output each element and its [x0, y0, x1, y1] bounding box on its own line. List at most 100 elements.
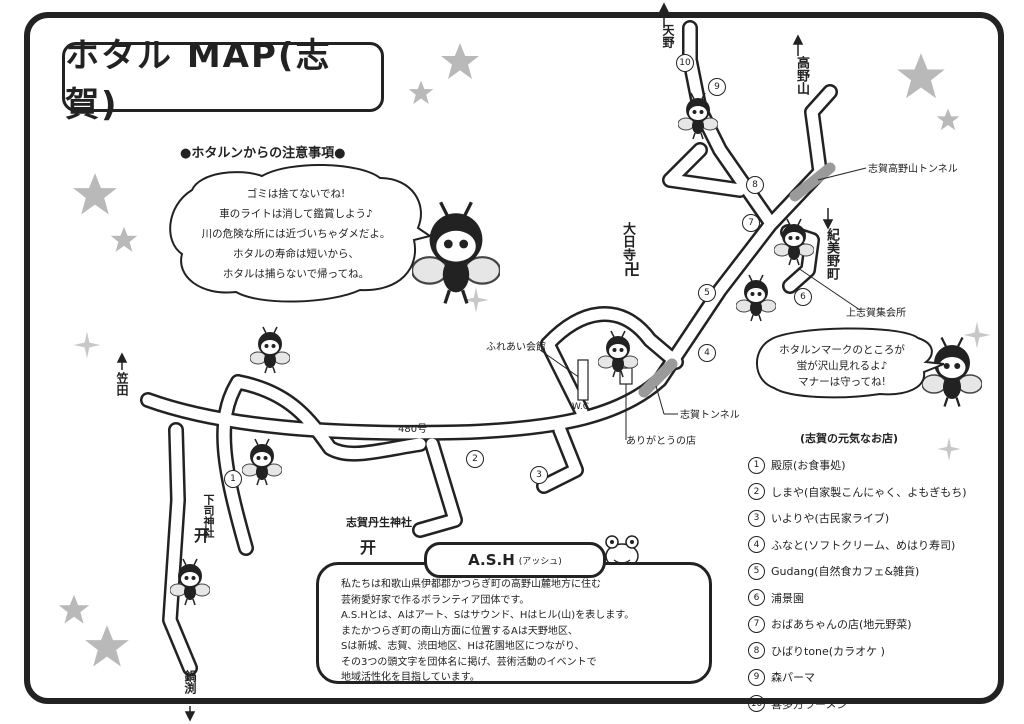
ash-title: A.S.H(アッシュ): [424, 542, 606, 578]
mark-line: マナーは守ってね!: [798, 376, 886, 388]
leader-lines: [539, 167, 867, 440]
caution-line: 車のライトは消して鑑賞しよう♪: [219, 208, 373, 220]
label-koya-tunnel: 志賀高野山トンネル: [868, 164, 958, 175]
shop-number: 8: [748, 642, 765, 660]
shrine-mark-icon: 开: [194, 526, 211, 545]
star-icon: [441, 43, 479, 79]
ash-line: その3つの頭文字を団体名に掲げ、芸術活動のイベントで: [341, 656, 597, 668]
ash-reading: (アッシュ): [518, 556, 562, 567]
firefly-mascot-icon: [250, 326, 290, 374]
mark-bubble: [756, 327, 945, 399]
mark-line: ホタルンマークのところが: [779, 344, 905, 356]
label-shiga-tunnel: 志賀トンネル: [680, 410, 740, 421]
map-marker-9: 9: [708, 78, 726, 96]
list-item: 1 殿原(お食事処): [748, 452, 998, 479]
direction-koyasan: 高野山: [794, 56, 809, 95]
ash-line: 地域活性化を目指しています。: [341, 672, 480, 683]
shop-name: 喜多方ラーメン: [771, 697, 848, 711]
caution-text: ゴミは捨てないでね! 車のライトは消して鑑賞しよう♪ 川の危険な所には近づいちゃ…: [170, 176, 422, 292]
star-icon: [58, 594, 90, 624]
ash-name: A.S.H: [468, 551, 515, 569]
shop-number: 9: [748, 668, 765, 686]
label-arigatou-shop: ありがとうの店: [626, 436, 696, 447]
label-fureai-hall: ふれあい会館: [486, 342, 546, 353]
shop-list: (志賀の元気なお店) 1 殿原(お食事処) 2 しまや(自家製こんにゃく、よもぎもち…: [748, 432, 998, 718]
map-marker-5: 5: [698, 284, 716, 302]
label-niu-shrine: 志賀丹生神社: [346, 516, 412, 529]
fureai-building: [577, 359, 589, 401]
shop-number: 7: [748, 615, 765, 633]
shop-name: Gudang(自然食カフェ&雑貨): [771, 565, 920, 579]
shop-name: ふなと(ソフトクリーム、めはり寿司): [771, 538, 956, 552]
page-title: ホタル MAP(志 賀): [62, 36, 384, 125]
label-shimotsukasa-shrine: 下司神社: [202, 494, 215, 538]
map-marker-8: 8: [746, 176, 764, 194]
star-icon: [73, 173, 117, 215]
caution-line: ホタルの寿命は短いから、: [233, 248, 359, 260]
caution-line: ゴミは捨てないでね!: [246, 188, 346, 200]
shop-number: 3: [748, 509, 765, 527]
shop-name: 浦景園: [771, 591, 804, 605]
shop-number: 2: [748, 483, 765, 501]
mark-line: 蛍が沢山見れるよ♪: [796, 360, 888, 372]
direction-kasada: 笠田: [115, 372, 129, 396]
tunnel-icon: [638, 358, 678, 398]
arrow-icon: [116, 2, 834, 722]
star-icon: [408, 80, 434, 105]
caution-line: ホタルは捕らないで帰ってね。: [222, 268, 370, 280]
firefly-mascot-icon: [736, 274, 776, 322]
star-icon: [897, 53, 945, 99]
arigatou-building: [619, 367, 633, 385]
roads: [140, 20, 838, 676]
ash-description: 私たちは和歌山県伊都郡かつらぎ町の高野山麓地方に住む 芸術愛好家で作るボランティ…: [316, 562, 712, 684]
direction-nabefuchi: 鍋渕: [183, 670, 197, 694]
list-item: 4 ふなと(ソフトクリーム、めはり寿司): [748, 532, 998, 559]
list-item: 7 おばあちゃんの店(地元野菜): [748, 611, 998, 638]
list-item: 2 しまや(自家製こんにゃく、よもぎもち): [748, 479, 998, 506]
ash-line: またかつらぎ町の南山方面に位置するAは天野地区、: [341, 625, 578, 637]
label-wc: W.C: [572, 402, 590, 412]
label-route-480: 480号: [398, 424, 428, 435]
shop-name: いよりや(古民家ライブ): [771, 512, 890, 526]
map-marker-3: 3: [530, 466, 548, 484]
ash-line: Sは新城、志賀、渋田地区、Hは花園地区につながり、: [341, 641, 585, 652]
star-icon: [936, 108, 960, 131]
ash-line: 芸術愛好家で作るボランティア団体です。: [341, 594, 530, 606]
shop-number: 1: [748, 456, 765, 474]
label-kamishiga-hall: 上志賀集会所: [846, 308, 906, 319]
firefly-mascot-icon: [242, 438, 282, 486]
sparkle-icon: [73, 331, 101, 359]
shop-name: おばあちゃんの店(地元野菜): [771, 618, 912, 632]
caution-heading: ●ホタルンからの注意事項●: [180, 146, 346, 161]
shop-number: 10: [748, 695, 765, 713]
caution-bubble: [169, 164, 433, 303]
shop-number: 4: [748, 536, 765, 554]
direction-kimino: 紀美野町: [824, 228, 839, 280]
map-marker-10: 10: [676, 54, 694, 72]
list-item: 6 浦景園: [748, 585, 998, 612]
shop-name: しまや(自家製こんにゃく、よもぎもち): [771, 485, 967, 499]
label-dainichiji: 大日寺: [620, 222, 635, 261]
star-icon: [110, 226, 138, 252]
map-marker-4: 4: [698, 344, 716, 362]
direction-amano: 天野: [661, 24, 675, 48]
ash-line: 私たちは和歌山県伊都郡かつらぎ町の高野山麓地方に住む: [341, 579, 601, 590]
shop-name: 殿原(お食事処): [771, 459, 846, 473]
shop-number: 6: [748, 589, 765, 607]
map-marker-2: 2: [466, 450, 484, 468]
map-marker-7: 7: [742, 214, 760, 232]
caution-line: 川の危険な所には近づいちゃダメだよ。: [201, 228, 391, 240]
shop-name: ひばりtone(カラオケ ): [771, 644, 885, 658]
shop-list-heading: (志賀の元気なお店): [800, 432, 899, 445]
list-item: 10 喜多方ラーメン: [748, 691, 998, 718]
sparkle-icon: [963, 321, 991, 349]
firefly-mascot-icon: [412, 200, 500, 306]
list-item: 8 ひばりtone(カラオケ ): [748, 638, 998, 665]
map-marker-1: 1: [224, 470, 242, 488]
tunnel-icon: [789, 162, 836, 202]
mark-text: ホタルンマークのところが 蛍が沢山見れるよ♪ マナーは守ってね!: [758, 338, 926, 394]
temple-mark-icon: 卍: [624, 260, 641, 279]
